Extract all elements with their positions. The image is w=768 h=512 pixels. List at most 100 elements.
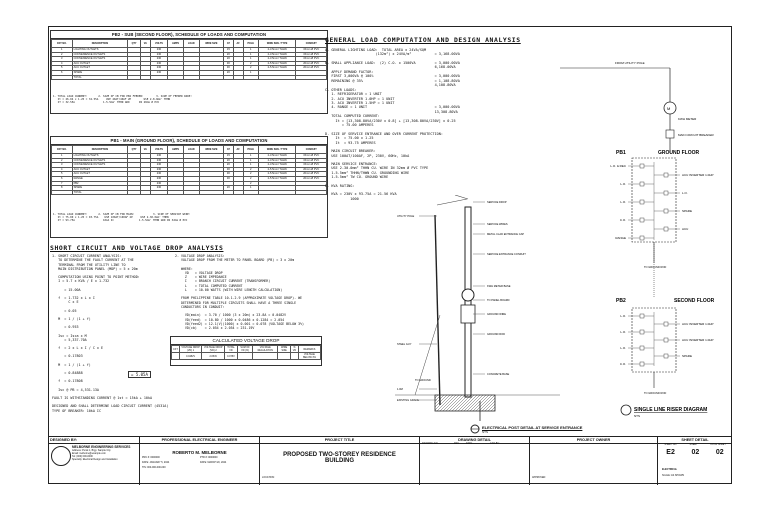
schedule-pb1-title: PB1 - MAIN (GROUND FLOOR), SCHEDULE OF L… [51, 137, 327, 145]
table-cell [295, 189, 327, 196]
schedule-header-cell: WIRE SIZE / TYPE [257, 145, 297, 154]
vd-header-cell: VOLTAGE REGULATION [252, 345, 279, 353]
vd-line: VD = VOLTAGE DROP [175, 270, 223, 275]
sc-line: I = 5.7 x KVA / E x 1.732 [52, 279, 110, 284]
schedule-header-cell: CONDUIT [295, 145, 327, 154]
gl-line: (132m²) x 24VA/m² = 3,168.00VA [325, 52, 460, 57]
pb2-note-2: It = 26.04 x 1.25 = 32.55A USE 40AT/40AF… [53, 98, 171, 102]
vd-cell: 0.078V [224, 352, 238, 360]
gl-line: 1. REFRIGERATOR = 1 UNIT [325, 92, 382, 97]
schedule-header-cell: WIRE SIZE / TYPE [257, 39, 297, 48]
table-cell [149, 74, 169, 81]
gl-line: It = 75.00 x 1.25 [325, 136, 374, 141]
riser-circuit-label: ACU INVERTER 1.0HP [682, 173, 713, 177]
vd-line: VD(cb) = 2.054 x 2.054 = 231.19V [175, 326, 255, 331]
gl-line: FIRST 3,000VA @ 100% = 3,000.00VA [325, 74, 460, 79]
vd-header-cell: CKT [171, 345, 180, 353]
engineer-date1: DATE: JANUARY 5, 2024 [142, 461, 170, 464]
pole-label: 1.0M [397, 387, 403, 391]
sheet-header: SHEET [689, 443, 698, 446]
schedule-header-cell: QTY [127, 39, 141, 48]
drawing-detail-label: DRAWING DETAIL [420, 437, 529, 444]
approved-label: APPROVED: [532, 476, 546, 479]
riser-detail-marker-icon [620, 404, 632, 416]
schedule-header-cell: LOAD [182, 145, 200, 154]
voltage-drop-table-title: CALCULATED VOLTAGE DROP [171, 337, 321, 345]
general-load-heading: GENERAL LOAD COMPUTATION AND DESIGN ANAL… [325, 36, 521, 44]
sc-line: f = 2 x L x I / C x E [52, 346, 104, 351]
second-floor-label: SECOND FLOOR [674, 298, 715, 304]
circuit-breaker-symbol [639, 345, 645, 351]
vd-cell: 2.054V [201, 352, 226, 360]
circuit-breaker-symbol [639, 217, 645, 223]
project-owner-label: PROJECT OWNER [530, 437, 657, 444]
cad-label: CAD BY: [490, 442, 500, 445]
sc-line: M = 1 / (1 + f) [52, 316, 91, 321]
gl-line: 13,308.80VA [325, 109, 458, 114]
meter-symbol: M [667, 106, 670, 111]
schedule-header-cell: POLE [242, 145, 259, 154]
pole-label: SERVICE ENTRANCE CONDUIT [487, 252, 526, 256]
gl-line: 4. RANGE = 1 UNIT = 3,000.00VA [325, 105, 460, 110]
circuit-breaker-symbol [663, 172, 669, 178]
company-name: MELBORNE ENGINEERING SERVICES [72, 445, 131, 449]
gl-line: USE 100AT/100AF, 2P, 230V, 60Hz, 10kA [325, 153, 410, 158]
vd-line: VD(feed2) = 12.1(V)(1000) x 0.001 = 0.07… [175, 321, 305, 326]
riser-main-label: MAIN CIRCUIT BREAKER [678, 133, 714, 137]
pb2-note-1: 1. TOTAL LOAD CURRENT: 2. SIZE OF CB FOR… [53, 95, 192, 98]
schedule-header-cell: QTY [127, 145, 141, 154]
project-title-label: PROJECT TITLE [260, 437, 419, 444]
pole-label: GROUND WIRE [487, 312, 506, 316]
vd-line: 2. VOLTAGE DROP ANALYSIS: [175, 254, 225, 258]
gl-line: MAIN SERVICE ENTRANCE: [325, 161, 378, 166]
vd-line: Z = WIRE IMPEDANCE [175, 275, 227, 280]
vd-line: L = 10.00 WATTS (WITH WIRE LENGTH CALCUL… [175, 288, 283, 293]
designer-cell: DESIGNED BY: MELBORNE ENGINEERING SERVIC… [48, 437, 140, 485]
gl-line: It = [13,308.80VA/230V x 0.8] + [13,308.… [325, 118, 456, 123]
sc-line: MAIN DISTRIBUTION PANEL (MDP) = 5 x 20m [52, 266, 138, 271]
sheet-detail-cell: SHEET DETAIL SHEET NO. SHEET TOTAL SHEET… [658, 437, 732, 485]
riser-circuit-label: L.O. [620, 330, 626, 334]
total-sheet-header: TOTAL SHEET [709, 443, 726, 446]
circuit-breaker-symbol [663, 337, 669, 343]
riser-circuit-label: ACU [682, 227, 688, 231]
gl-line: 1-5.5mm² THHN/THWN CU. GROUNDING WIRE [325, 170, 410, 175]
table-cell [232, 74, 244, 81]
vd-cell [252, 352, 279, 360]
vd-line: L = TOTAL COMPUTED CURRENT [175, 283, 243, 288]
schedule-pb1: PB1 - MAIN (GROUND FLOOR), SCHEDULE OF L… [50, 136, 328, 238]
location-label: LOCATION: [262, 476, 275, 479]
schedule-header-cell: CKT NO. [51, 145, 73, 154]
kwh-meter [461, 288, 475, 302]
vd-line: I = BRANCH CIRCUIT CURRENT (TRANSFORMER) [175, 279, 271, 284]
engineer-label: PROFESSIONAL ELECTRICAL ENGINEER [140, 437, 259, 444]
schedule-pb2-notes: 1. TOTAL LOAD CURRENT: 2. SIZE OF CB FOR… [53, 95, 323, 105]
table-cell [182, 74, 200, 81]
sc-line: = 0.17803 [52, 354, 83, 359]
pb1-ground-label: TO GROUND ROD [644, 265, 666, 269]
pole-label: EXISTING GRADE [397, 398, 419, 402]
circuit-breaker-symbol [639, 199, 645, 205]
gl-line: A. GENERAL LIGHTING LOAD: TOTAL AREA x 2… [325, 48, 427, 52]
circuit-breaker-symbol [639, 163, 645, 169]
sc-line: M = 1 / (1 + f) [52, 362, 91, 367]
gl-line: 1000 [325, 196, 359, 201]
circuit-breaker-symbol [663, 190, 669, 196]
table-cell [127, 189, 141, 196]
riser-circuit-label: SPARE [682, 209, 692, 213]
table-cell [198, 189, 225, 196]
sc-line: C x E [52, 300, 79, 305]
gl-line: TOTAL COMPUTED CURRENT: [325, 114, 380, 119]
drawing-detail-cell: DRAWING DETAIL DRAWING NO. REV. DATE CAD… [420, 437, 530, 485]
sc-line: = 0.953 [52, 325, 79, 330]
project-title-cell: PROJECT TITLE PROPOSED TWO-STOREY RESIDE… [260, 437, 420, 485]
sc-line: TO DETERMINE THE FAULT CURRENT AT THE [52, 258, 134, 263]
pole-label: STEEL GUY [397, 342, 412, 346]
schedule-header-cell: AF [232, 39, 244, 48]
sc-line: f = 1.732 x L x I [52, 296, 95, 301]
